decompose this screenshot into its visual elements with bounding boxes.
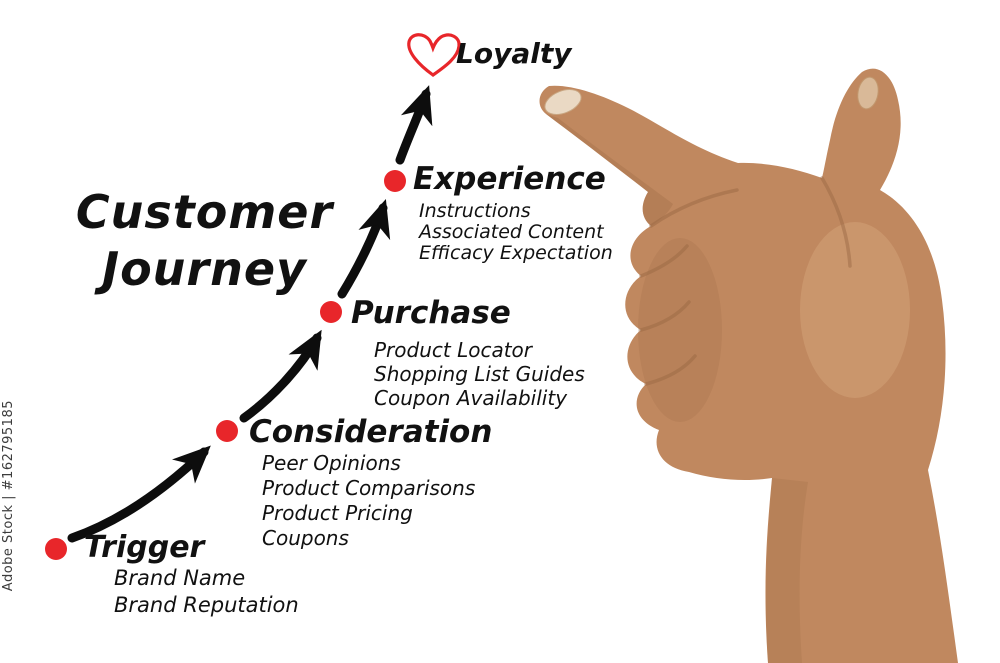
thumb-fingernail [857,76,879,110]
index-fingernail [544,89,582,115]
stage-items-trigger: Brand Name Brand Reputation [114,565,299,619]
stage-item: Product Comparisons [262,476,476,500]
hand-creases [639,176,852,386]
arrow-trigger-to-consideration [67,445,211,543]
watermark-text: Adobe Stock | #162795185 [1,400,16,592]
pinky-finger-crease [644,354,697,386]
title-line-1: Customer [75,185,334,239]
pointing-hand [539,68,958,663]
stage-items-purchase: Product Locator Shopping List Guides Cou… [374,338,585,410]
stage-item: Efficacy Expectation [419,242,613,264]
stage-label-loyalty: Loyalty [456,37,572,70]
title-line-2: Journey [101,242,308,296]
arrow-purchase-to-experience [337,199,391,299]
stage-label-experience: Experience [413,161,606,197]
stage-item: Coupon Availability [374,386,568,410]
stage-items-experience: Instructions Associated Content Efficacy… [419,201,613,264]
stage-dot-consideration [216,420,238,442]
stage-items-consideration: Peer Opinions Product Comparisons Produc… [262,451,475,551]
arrow-consideration-to-purchase [239,329,322,423]
stage-item: Brand Name [114,566,246,590]
hand-silhouette [539,68,958,663]
stage-dot-trigger [45,538,67,560]
stage-dots [45,170,406,560]
stage-label-trigger: Trigger [84,530,205,565]
arrow-experience-to-loyalty [395,85,433,165]
heart-icon [407,33,461,77]
stage-label-purchase: Purchase [351,295,511,331]
stage-item: Brand Reputation [114,593,299,617]
stage-item: Coupons [262,526,349,550]
thumb-crease [820,176,852,268]
stage-item: Instructions [419,200,531,222]
ring-finger-crease [639,300,691,332]
curled-fingers-shadow [638,238,722,422]
diagram-title: Customer Journey [52,184,357,298]
stage-item: Shopping List Guides [374,362,585,386]
forearm-shadow [765,478,808,663]
hand-highlight [800,222,910,398]
middle-finger-crease [639,244,689,278]
stage-item: Product Locator [374,338,533,362]
stage-item: Product Pricing [262,501,413,525]
stage-dot-experience [384,170,406,192]
index-knuckle-crease [649,188,739,228]
index-finger-shadow [546,114,673,226]
stage-item: Associated Content [419,221,604,243]
journey-arrows [67,85,433,543]
stage-item: Peer Opinions [262,451,401,475]
stage-dot-purchase [320,301,342,323]
stage-label-consideration: Consideration [249,414,493,450]
